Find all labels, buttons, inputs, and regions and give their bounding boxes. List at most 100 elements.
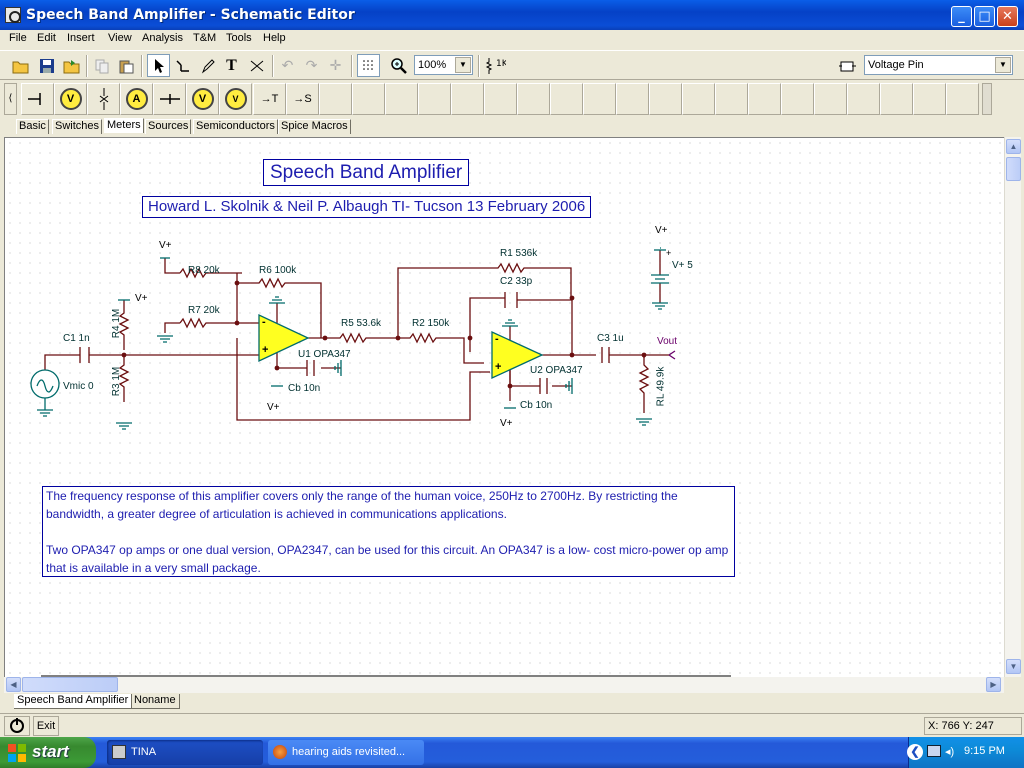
text-tool-icon[interactable]: T [226, 56, 237, 74]
exit-icon[interactable] [4, 716, 30, 736]
horizontal-scroll-thumb[interactable] [22, 677, 118, 692]
schematic-title[interactable]: Speech Band Amplifier [263, 159, 470, 186]
start-button[interactable]: start [0, 737, 96, 768]
scroll-up-icon[interactable]: ▲ [1006, 139, 1021, 154]
voltmeter-2-component[interactable]: V [186, 83, 219, 115]
undo-icon[interactable]: ↶ [281, 57, 294, 73]
menu-tm[interactable]: T&M [193, 32, 217, 44]
empty-slot [814, 83, 847, 115]
menu-insert[interactable]: Insert [67, 32, 95, 44]
r3-label: R3 1M [111, 366, 123, 397]
switch-component[interactable] [87, 83, 120, 115]
schematic-authors[interactable]: Howard L. Skolnik & Neil P. Albaugh TI- … [142, 196, 592, 218]
tab-sources[interactable]: Sources [145, 119, 192, 134]
component-select-value: Voltage Pin [868, 59, 924, 71]
u2-label: U2 OPA347 [530, 365, 583, 376]
main-toolbar: T ↶ ↷ ✛ 100% ▼ 1K Voltage Pin ▼ [0, 50, 1024, 80]
close-button[interactable]: ✕ [997, 6, 1018, 27]
empty-slot [319, 83, 352, 115]
save-icon[interactable] [35, 54, 58, 77]
ammeter-component[interactable]: A [120, 83, 153, 115]
tab-meters[interactable]: Meters [104, 118, 144, 133]
tab-noname[interactable]: Noname [131, 694, 180, 709]
pin-s-component[interactable]: →S [286, 83, 319, 115]
app-icon[interactable] [5, 7, 21, 23]
palette-scroll-thumb[interactable] [982, 83, 992, 115]
vout-label: Vout [657, 336, 678, 347]
place-component-icon[interactable] [836, 54, 859, 77]
wire-component[interactable] [153, 83, 186, 115]
tab-semiconductors[interactable]: Semiconductors [193, 119, 278, 134]
start-label: start [32, 742, 69, 761]
grid-icon[interactable] [357, 54, 380, 77]
voltage-pin-component[interactable] [21, 83, 54, 115]
empty-slot [847, 83, 880, 115]
cursor-coordinates: X: 766 Y: 247 [924, 717, 1022, 735]
empty-slot [715, 83, 748, 115]
resistor-1k-icon[interactable]: 1K [484, 54, 507, 77]
zoom-icon[interactable] [387, 54, 410, 77]
component-select[interactable]: Voltage Pin ▼ [864, 55, 1013, 75]
vsupply-label: V+ 5 [672, 260, 693, 271]
chevron-down-icon[interactable]: ▼ [995, 57, 1011, 73]
clock[interactable]: 9:15 PM [964, 745, 1005, 757]
empty-slot [352, 83, 385, 115]
ammeter-icon: A [125, 88, 148, 110]
menu-file[interactable]: File [9, 32, 27, 44]
tray-expand-icon[interactable]: ❮ [907, 744, 923, 760]
pen-icon[interactable] [196, 54, 219, 77]
paste-icon[interactable] [114, 54, 137, 77]
menu-help[interactable]: Help [263, 32, 286, 44]
open-folder-icon[interactable] [9, 54, 32, 77]
vertical-scrollbar[interactable]: ▲ ▼ [1004, 137, 1021, 677]
network-icon[interactable] [927, 745, 941, 757]
minimize-button[interactable]: _ [951, 6, 972, 27]
exit-button[interactable]: Exit [33, 716, 59, 736]
oscilloscope-component[interactable]: V [219, 83, 252, 115]
voltmeter-component[interactable]: V [54, 83, 87, 115]
horizontal-scrollbar[interactable]: ◀ ▶ [4, 677, 1004, 693]
chevron-down-icon[interactable]: ▼ [455, 57, 471, 73]
tab-spice-macros[interactable]: Spice Macros [278, 119, 351, 134]
tab-switches[interactable]: Switches [52, 119, 103, 134]
redo-icon[interactable]: ↷ [305, 57, 318, 73]
r8-label: R8 20k [188, 265, 220, 276]
vertical-scroll-thumb[interactable] [1006, 157, 1021, 181]
scroll-right-icon[interactable]: ▶ [986, 677, 1001, 692]
scroll-left-icon[interactable]: ◀ [6, 677, 21, 692]
vplus-label: V+ [655, 225, 668, 236]
vplus-label: V+ [267, 402, 280, 413]
title-bar[interactable]: Speech Band Amplifier - Schematic Editor… [0, 0, 1024, 30]
r2-label: R2 150k [412, 318, 450, 329]
scroll-down-icon[interactable]: ▼ [1006, 659, 1021, 674]
empty-slot [550, 83, 583, 115]
pin-t-component[interactable]: →T [253, 83, 286, 115]
empty-slot [583, 83, 616, 115]
zoom-select[interactable]: 100% ▼ [414, 55, 473, 75]
r6-label: R6 100k [259, 265, 297, 276]
menu-view[interactable]: View [108, 32, 132, 44]
erase-wire-icon[interactable] [245, 54, 268, 77]
taskbar-item-firefox[interactable]: hearing aids revisited... [268, 740, 424, 765]
vplus-label: V+ [135, 293, 148, 304]
taskbar: start TINA hearing aids revisited... ❮ ◂… [0, 737, 1024, 768]
tab-basic[interactable]: Basic [16, 119, 49, 134]
select-arrow-icon[interactable] [147, 54, 170, 77]
schematic-canvas[interactable]: Speech Band Amplifier Howard L. Skolnik … [4, 137, 1004, 677]
volume-icon[interactable]: ◂) [945, 746, 955, 758]
tab-speech-band-amplifier[interactable]: Speech Band Amplifier [14, 694, 133, 709]
empty-slot [484, 83, 517, 115]
menu-analysis[interactable]: Analysis [142, 32, 183, 44]
open-file-icon[interactable] [60, 54, 83, 77]
menu-edit[interactable]: Edit [37, 32, 56, 44]
description-box[interactable]: The frequency response of this amplifier… [42, 486, 735, 577]
wire-tool-icon[interactable] [171, 54, 194, 77]
empty-slot [880, 83, 913, 115]
taskbar-item-label: TINA [131, 746, 157, 758]
copy-icon[interactable] [90, 54, 113, 77]
menu-tools[interactable]: Tools [226, 32, 252, 44]
scroll-left-icon[interactable]: ⟨ [4, 83, 17, 115]
move-icon[interactable]: ✛ [329, 57, 342, 73]
taskbar-item-tina[interactable]: TINA [107, 740, 263, 765]
maximize-button[interactable]: □ [974, 6, 995, 27]
